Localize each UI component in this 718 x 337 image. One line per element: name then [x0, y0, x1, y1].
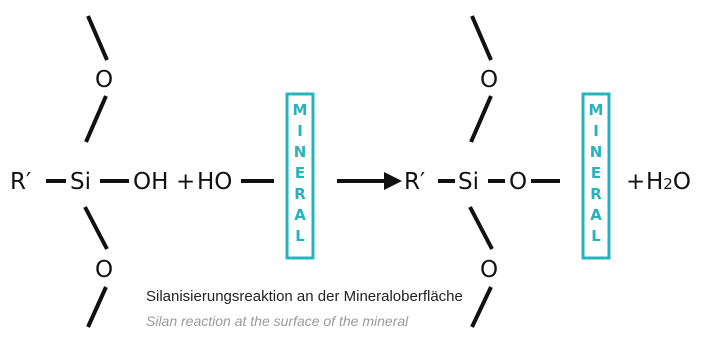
left-bottom-oxygen: O [95, 257, 113, 283]
left-top-oxygen: O [95, 67, 113, 93]
caption-german: Silanisierungsreaktion an der Mineralobe… [146, 288, 463, 305]
left-mineral-letter: E [295, 164, 305, 182]
left-plus-sign: + [176, 169, 195, 195]
water-hydrogen: H [646, 169, 663, 195]
caption-english: Silan reaction at the surface of the min… [146, 313, 409, 329]
right-bridging-oxygen: O [509, 169, 527, 195]
right-mineral-letter: L [591, 227, 601, 245]
left-mineral-letter: M [293, 101, 308, 119]
left-hydroxyl: OH [133, 169, 168, 195]
water-subscript: 2 [663, 175, 673, 193]
water-formula: H2O [646, 169, 691, 195]
right-top-methoxy-bond [470, 15, 493, 61]
right-top-si-o-bond [469, 95, 493, 143]
left-mineral-letter: A [294, 206, 306, 224]
right-r-prime: R′ [404, 169, 425, 195]
right-plus-sign: + [626, 169, 645, 195]
right-bottom-si-o-bond [468, 206, 494, 250]
right-mineral-letter: E [591, 164, 601, 182]
right-mineral-letter: R [590, 185, 602, 203]
left-ho-group: HO [197, 169, 232, 195]
left-silicon: Si [70, 169, 91, 195]
right-mineral-letter: N [590, 143, 603, 161]
right-bottom-oxygen: O [480, 257, 498, 283]
right-mineral-letter: I [593, 122, 599, 140]
right-silicon: Si [458, 169, 479, 195]
left-mineral-letter: R [294, 185, 306, 203]
left-mineral-letter: I [297, 122, 303, 140]
left-r-prime: R′ [10, 169, 31, 195]
water-oxygen: O [673, 169, 691, 195]
left-top-si-o-bond [84, 95, 108, 143]
right-bottom-methoxy-bond [470, 286, 493, 328]
right-mineral-letter: M [589, 101, 604, 119]
left-top-methoxy-bond [86, 15, 109, 61]
right-mineral-box [581, 92, 611, 260]
left-bottom-si-o-bond [83, 206, 109, 250]
left-mineral-letters: M I N E R A L [293, 101, 308, 245]
reaction-arrow-icon [337, 172, 402, 190]
right-mineral-letters: M I N E R A L [589, 101, 604, 245]
right-top-oxygen: O [480, 67, 498, 93]
left-mineral-letter: N [294, 143, 307, 161]
left-mineral-box [285, 92, 315, 260]
left-mineral-letter: L [295, 227, 305, 245]
left-bottom-methoxy-bond [86, 286, 108, 328]
right-mineral-letter: A [590, 206, 602, 224]
